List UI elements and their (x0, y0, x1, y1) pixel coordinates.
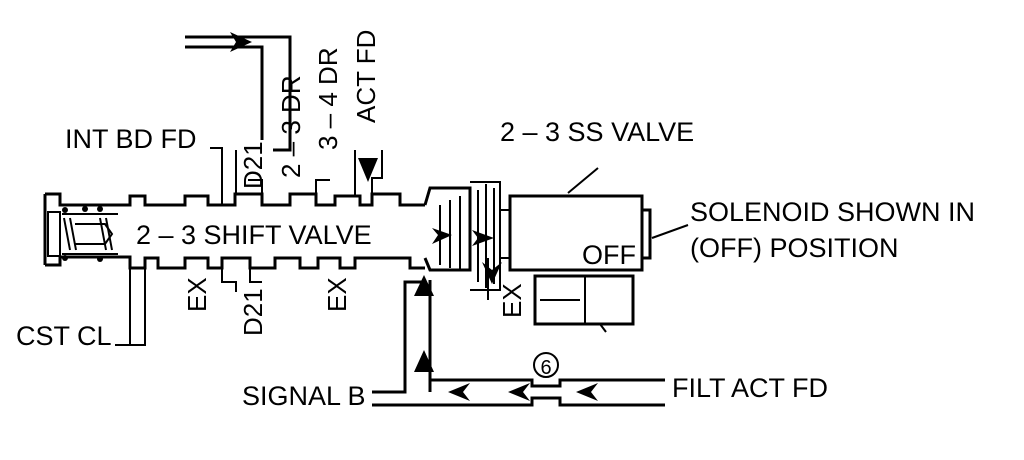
d21-bottom-label: D21 (238, 288, 268, 336)
ex-right-label: EX (497, 283, 527, 318)
dr-2-3-label: 2 – 3 DR (276, 75, 306, 178)
d21-top-label: D21 (238, 141, 268, 189)
solenoid-label-line2: (OFF) POSITION (690, 233, 899, 263)
cst-cl-label: CST CL (16, 321, 112, 351)
dr-3-4-label: 3 – 4 DR (313, 47, 343, 150)
signal-b-label: SIGNAL B (242, 381, 366, 411)
act-fd-arrow (358, 158, 378, 182)
flow-arrow-3 (576, 383, 598, 401)
filt-act-fd-label: FILT ACT FD (672, 373, 828, 403)
off-label: OFF (582, 240, 636, 270)
act-fd-label: ACT FD (351, 30, 381, 123)
solenoid-label-line1: SOLENOID SHOWN IN (690, 197, 975, 227)
orifice-6-circle (533, 352, 559, 378)
flow-arrow-2 (508, 383, 530, 401)
orifice-6-label: 6 (540, 357, 551, 379)
signal-arrow-up-upper (414, 275, 434, 296)
shift-valve-bore (43, 192, 425, 270)
shift-valve-label: 2 – 3 SHIFT VALVE (136, 220, 372, 250)
signal-passage (372, 275, 665, 407)
lower-port-lines (115, 268, 262, 346)
top-feed-arrow (230, 32, 252, 52)
int-bd-fd-label: INT BD FD (65, 124, 197, 154)
flow-arrow-1 (448, 383, 470, 401)
upper-port-lines (210, 147, 383, 205)
top-feed-passage (185, 32, 292, 152)
ex-left-label: EX (182, 277, 212, 312)
ex-mid-label: EX (322, 277, 352, 312)
ss-valve-label: 2 – 3 SS VALVE (500, 117, 694, 147)
solenoid-valve-body (423, 167, 689, 333)
signal-arrow-up-lower (414, 350, 434, 372)
